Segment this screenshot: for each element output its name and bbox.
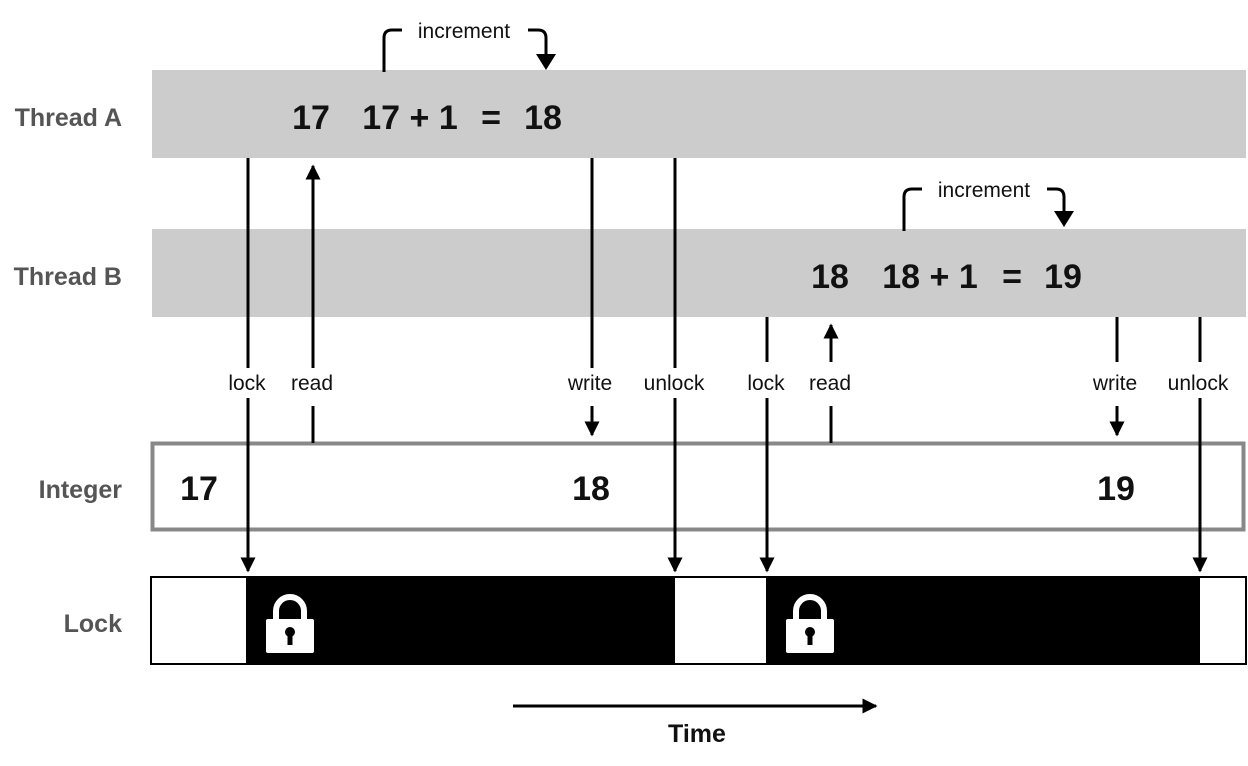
thread-a-write-label: write	[567, 372, 612, 395]
integer-value-initial: 17	[180, 470, 218, 508]
thread-b-result: 19	[1044, 258, 1082, 296]
integer-label: Integer	[39, 476, 123, 504]
thread-b-write-label: write	[1092, 372, 1137, 395]
thread-b-read-label: read	[809, 372, 851, 395]
thread-a-increment-label: increment	[418, 20, 510, 43]
thread-b-lock-label: lock	[747, 372, 785, 395]
thread-b-expression: 18 + 1	[882, 258, 977, 296]
thread-a-unlock-label: unlock	[644, 372, 705, 395]
lock-label: Lock	[64, 610, 122, 638]
thread-b-increment-label: increment	[938, 179, 1030, 202]
thread-a-label: Thread A	[15, 104, 122, 132]
thread-a-read-label: read	[291, 372, 333, 395]
thread-a-equals: =	[481, 99, 501, 137]
time-label: Time	[668, 720, 726, 748]
thread-a-result: 18	[524, 99, 562, 137]
thread-a-lock-label: lock	[228, 372, 266, 395]
thread-b-equals: =	[1002, 258, 1022, 296]
thread-a-read-value: 17	[292, 99, 330, 137]
thread-a-band	[152, 70, 1246, 158]
thread-b-read-value: 18	[811, 258, 849, 296]
integer-value-after-a: 18	[572, 470, 610, 508]
thread-a-expression: 17 + 1	[362, 99, 457, 137]
thread-b-label: Thread B	[14, 263, 122, 291]
thread-b-increment-brace: increment	[902, 179, 1074, 231]
integer-value-after-b: 19	[1097, 470, 1135, 508]
thread-b-band	[152, 229, 1246, 317]
integer-band	[150, 441, 1246, 532]
thread-b-unlock-label: unlock	[1168, 372, 1229, 395]
thread-a-increment-brace: increment	[382, 20, 556, 72]
lock-held-segment-a	[246, 577, 675, 664]
lock-held-segment-b	[766, 577, 1200, 664]
